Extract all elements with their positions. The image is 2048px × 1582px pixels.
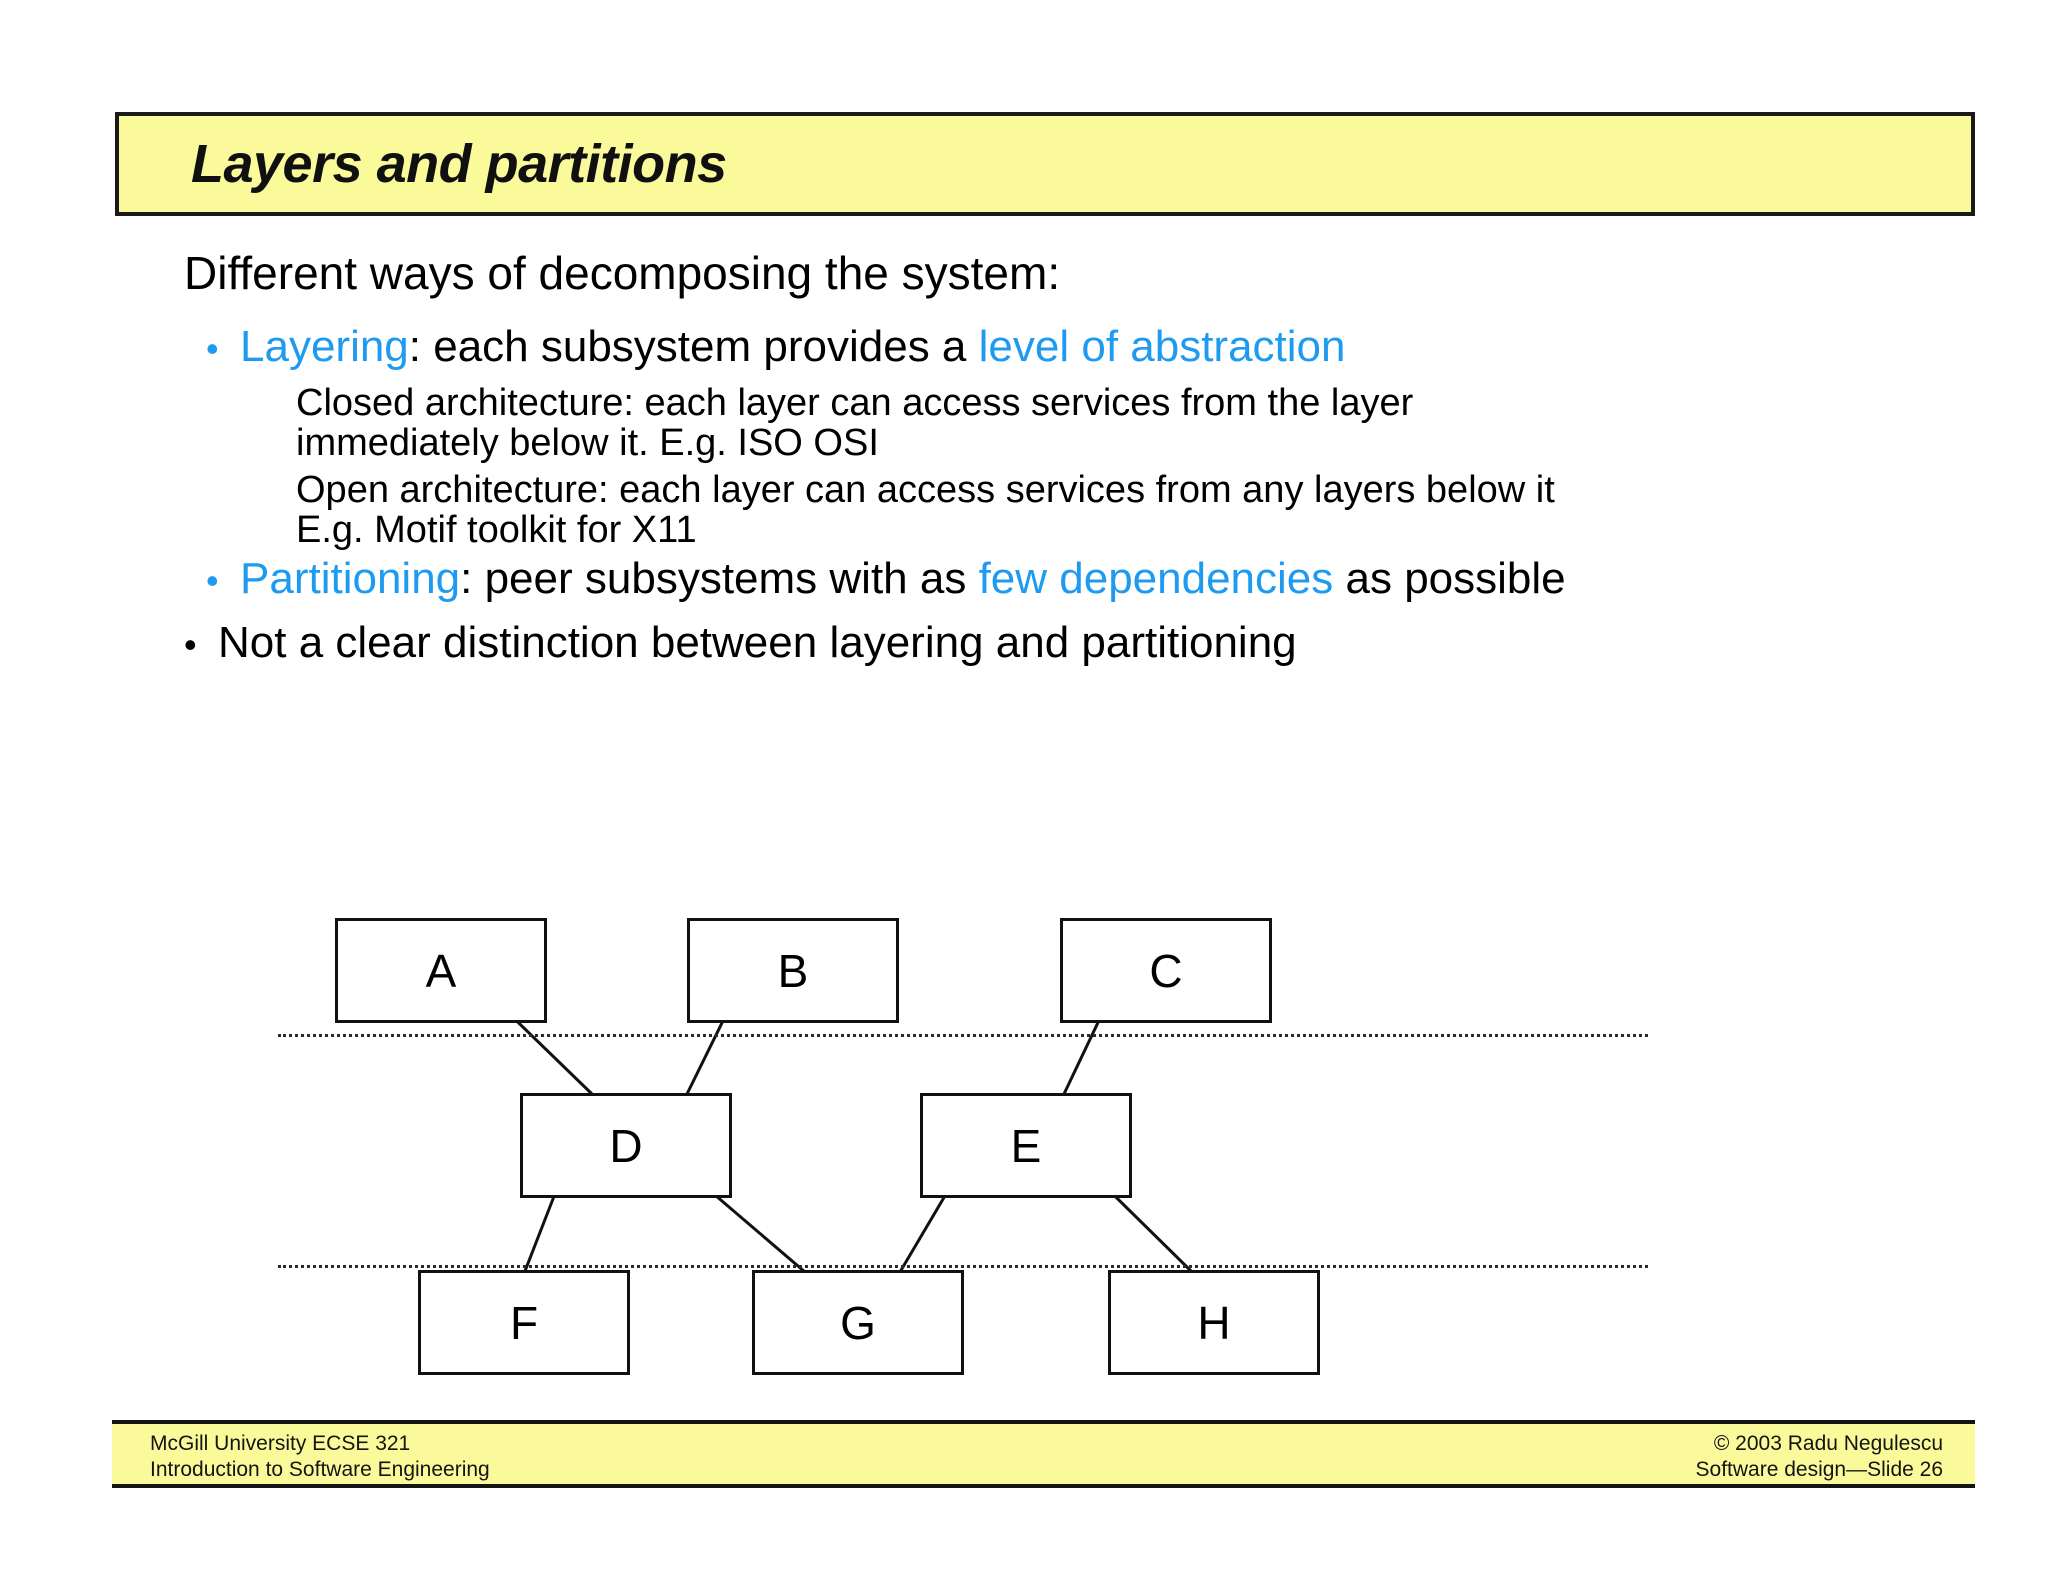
sub-bullet-line: Closed architecture: each layer can acce…: [296, 382, 1414, 424]
node-label: C: [1149, 944, 1183, 997]
footer-course-name: McGill University ECSE 321: [150, 1432, 411, 1455]
layer-separator-2: [278, 1265, 1648, 1268]
bullet-text: Partitioning: peer subsystems with as fe…: [240, 554, 1566, 604]
diagram-node-h: H: [1108, 1270, 1320, 1375]
diagram-node-e: E: [920, 1093, 1132, 1198]
diagram-node-g: G: [752, 1270, 964, 1375]
diagram-node-c: C: [1060, 918, 1272, 1023]
edge-b-d: [685, 969, 750, 1095]
footer-slide-number: Software design—Slide 26: [1695, 1458, 1943, 1481]
accent-phrase: Layering: [240, 322, 409, 371]
edge-a-d: [460, 966, 594, 1096]
diagram-node-f: F: [418, 1270, 630, 1375]
slide-footer-bar: McGill University ECSE 321 Introduction …: [112, 1420, 1975, 1488]
plain-phrase: as possible: [1333, 554, 1566, 603]
accent-phrase: level of abstraction: [978, 322, 1346, 371]
node-label: F: [509, 1296, 539, 1349]
edge-e-g: [898, 1149, 974, 1273]
lead-text: Different ways of decomposing the system…: [184, 247, 1061, 299]
diagram-node-d: D: [520, 1093, 732, 1198]
diagram-node-b: B: [687, 918, 899, 1023]
edge-d-f: [523, 1149, 574, 1272]
node-label: H: [1197, 1296, 1231, 1349]
bullet-text: Not a clear distinction between layering…: [218, 618, 1297, 668]
node-label: E: [1010, 1119, 1042, 1172]
page-title: Layers and partitions: [191, 134, 727, 194]
sub-bullet-line: E.g. Motif toolkit for X11: [296, 509, 697, 551]
node-label: B: [777, 944, 809, 997]
bullet-text: Layering: each subsystem provides a leve…: [240, 322, 1346, 372]
footer-course-subtitle: Introduction to Software Engineering: [150, 1458, 490, 1481]
node-label: A: [425, 944, 457, 997]
accent-phrase: few dependencies: [978, 554, 1334, 603]
sub-bullet-line: immediately below it. E.g. ISO OSI: [296, 422, 879, 464]
sub-bullet-line: Open architecture: each layer can access…: [296, 469, 1555, 511]
layer-separator-1: [278, 1034, 1648, 1037]
plain-phrase: : each subsystem provides a: [408, 322, 979, 371]
bullet-no-clear-distinction: • Not a clear distinction between layerin…: [184, 618, 1297, 668]
bullet-dot-icon: •: [184, 624, 197, 665]
edge-e-h: [1064, 1146, 1194, 1274]
bullet-partitioning: • Partitioning: peer subsystems with as f…: [206, 554, 1566, 604]
bullet-layering: • Layering: each subsystem provides a lev…: [206, 322, 1346, 372]
slide-title-bar: Layers and partitions: [115, 112, 1975, 216]
node-label: G: [840, 1296, 876, 1349]
footer-right: © 2003 Radu Negulescu Software design—Sl…: [1696, 1431, 1943, 1483]
bullet-dot-icon: •: [206, 560, 219, 601]
edge-d-g: [659, 1146, 806, 1274]
plain-phrase: Not a clear distinction between layering…: [218, 618, 1297, 667]
diagram-node-a: A: [335, 918, 547, 1023]
footer-copyright: © 2003 Radu Negulescu: [1713, 1432, 1943, 1455]
node-label: D: [609, 1119, 643, 1172]
accent-phrase: Partitioning: [240, 554, 461, 603]
plain-phrase: : peer subsystems with as: [460, 554, 979, 603]
edge-c-e: [1062, 971, 1124, 1095]
footer-left: McGill University ECSE 321 Introduction …: [150, 1431, 490, 1483]
bullet-dot-icon: •: [206, 328, 219, 369]
